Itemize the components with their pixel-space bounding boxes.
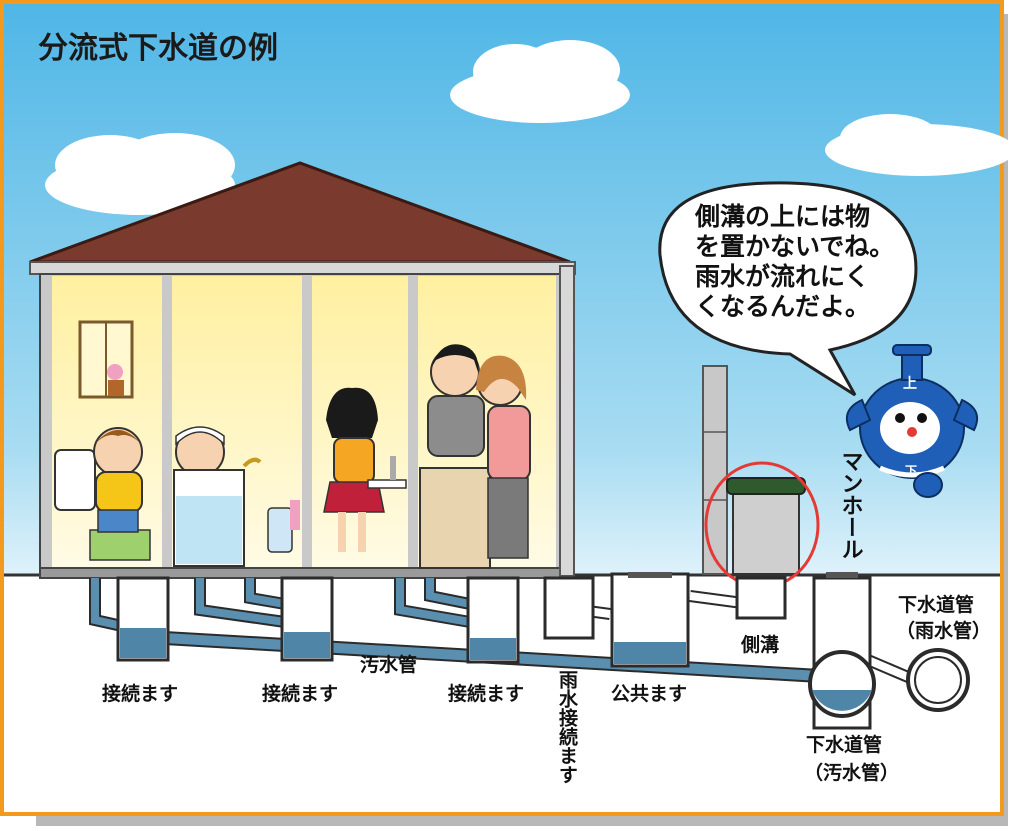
rain-connection-box xyxy=(543,576,595,640)
label-connection-3: 接続ます xyxy=(448,682,524,705)
cloud-top-center xyxy=(450,40,630,123)
downpipe xyxy=(559,265,575,577)
label-rain-sewer-2: （雨水管） xyxy=(896,619,991,642)
label-sewage-pipe: 汚水管 xyxy=(360,653,417,676)
connection-box-2 xyxy=(280,576,334,662)
kitchen-couple xyxy=(419,344,531,569)
toilet-person xyxy=(54,427,151,561)
label-gutter: 側溝 xyxy=(740,633,779,656)
mascot-belly-char: 下 xyxy=(905,464,917,478)
flower-icon xyxy=(107,364,123,380)
public-box xyxy=(610,572,690,668)
bubble-line-1: 側溝の上には物 xyxy=(694,202,870,231)
cloud-left xyxy=(45,133,235,215)
speech-bubble: 側溝の上には物 を置かないでね。 雨水が流れにく くなるんだよ。 xyxy=(658,181,918,397)
label-sewage-sewer-1: 下水道管 xyxy=(806,733,882,756)
connection-box-3 xyxy=(466,576,520,664)
label-connection-2: 接続ます xyxy=(262,682,338,705)
label-connection-1: 接続ます xyxy=(102,682,178,705)
washroom-girl xyxy=(323,387,407,552)
label-public-box: 公共ます xyxy=(611,683,687,705)
gutter xyxy=(735,576,787,620)
utility-pole xyxy=(702,365,728,575)
label-sewage-sewer-2: （汚水管） xyxy=(804,761,899,784)
rain-sewer-pipe xyxy=(906,648,970,712)
bubble-line-2: を置かないでね。 xyxy=(695,232,894,261)
cloud-right xyxy=(825,114,1011,176)
bin-on-gutter xyxy=(726,477,806,575)
label-manhole: マンホール xyxy=(838,450,863,560)
label-rain-connection-box: 雨水接続ます xyxy=(556,670,578,784)
bubble-line-4: くなるんだよ。 xyxy=(695,292,870,321)
eaves xyxy=(29,261,576,275)
mascot-cap-char: 上 xyxy=(903,376,917,392)
page-title: 分流式下水道の例 xyxy=(38,31,278,66)
label-rain-sewer-1: 下水道管 xyxy=(898,593,974,616)
mascot: 上 下 xyxy=(846,344,978,498)
bath-person xyxy=(173,426,300,567)
connection-box-1 xyxy=(116,576,170,662)
bubble-line-3: 雨水が流れにく xyxy=(695,262,870,291)
manhole-shaft xyxy=(808,572,876,730)
